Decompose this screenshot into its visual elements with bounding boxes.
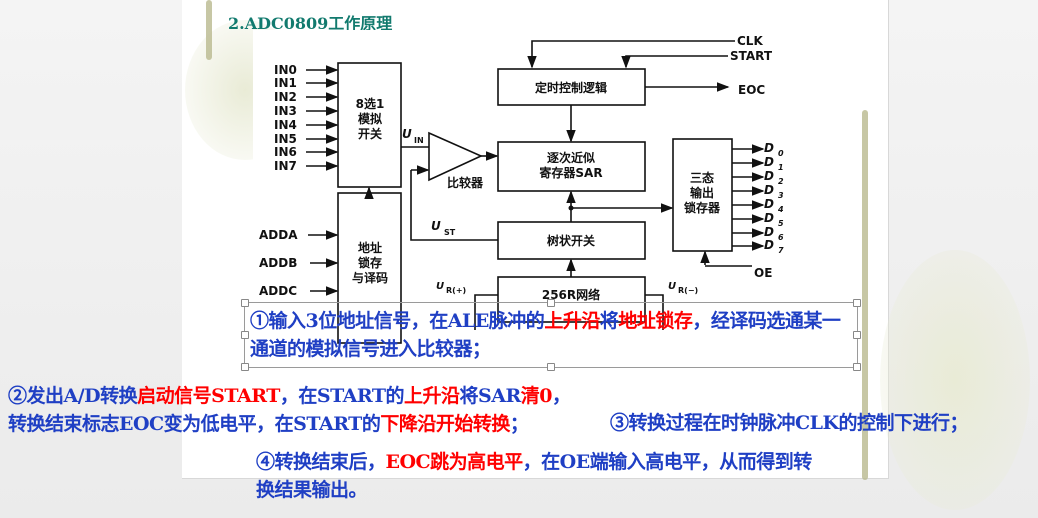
note-text: 将SAR [459,385,522,407]
input-label: IN5 [274,132,297,146]
output-subscript: 3 [778,191,784,200]
note-highlight: 清0 [520,385,553,407]
output-label: D [764,169,774,183]
output-latch-label: 锁存器 [684,200,721,215]
tree-switch-label: 树状开关 [547,233,595,248]
note-text: ； [509,413,529,435]
input-label: IN3 [274,104,297,118]
note-text: ，转换结束标志EOC变为低电平，在START的 [8,385,571,435]
sar-label: 寄存器SAR [539,165,602,180]
slide-title: 2.ADC0809工作原理 [228,14,393,33]
vine-decoration [862,110,868,480]
note-highlight: EOC跳为高电平 [385,451,524,473]
ust-subscript: ST [444,228,456,237]
background-decoration [880,250,1030,510]
comparator-symbol [428,131,483,182]
sar-label: 逐次近似 [547,150,595,165]
ur-plus-subscript: R(+) [446,286,466,295]
note-text: ④转换结束后， [256,451,386,473]
output-label: D [764,183,774,197]
output-label: D [764,155,774,169]
ur-minus-label: U [668,281,676,292]
address-label: ADDC [259,284,297,298]
input-label: IN4 [274,118,297,132]
note-text: ②发出A/D转换 [8,385,138,407]
note-text: 将 [599,310,619,332]
address-latch-label: 锁存 [358,255,382,270]
output-subscript: 7 [778,246,784,255]
timing-control-label: 定时控制逻辑 [535,80,607,95]
output-subscript: 5 [778,219,784,228]
output-label: D [764,238,774,252]
note-step-4[interactable]: ④转换结束后，EOC跳为高电平，在OE端输入高电平，从而得到转换结果输出。 [256,448,816,504]
uin-subscript: IN [414,136,424,145]
resistor-network-label: 256R网络 [542,287,600,302]
vine-decoration [206,0,212,60]
note-text: 译码选通某一通道的模拟信号进入比较器； [250,310,841,360]
output-subscript: 2 [778,177,784,186]
diagram-background [253,30,800,342]
clk-label: CLK [737,34,763,48]
input-label: IN0 [274,63,297,77]
mux-label: 8选1 [356,96,385,111]
note-text: ①输入3位地址信号，在ALE脉冲的 [250,310,545,332]
address-label: ADDA [259,228,298,242]
note-highlight: 下降沿开始转换 [380,413,510,435]
output-subscript: 0 [778,149,784,158]
note-highlight: 上升沿 [544,310,600,332]
mux-label: 模拟 [358,111,382,126]
note-step-2[interactable]: ②发出A/D转换启动信号START，在START的上升沿将SAR清0，转换结束标… [8,382,588,438]
output-subscript: 1 [778,163,784,172]
ur-plus-label: U [436,281,444,292]
output-latch-label: 输出 [690,185,714,200]
oe-label: OE [754,266,772,280]
note-highlight: 地址锁存 [618,310,693,332]
eoc-label: EOC [738,83,765,97]
address-latch-label: 地址 [358,240,382,255]
input-label: IN6 [274,145,297,159]
input-label: IN7 [274,159,297,173]
output-latch-label: 三态 [690,170,714,185]
input-label: IN2 [274,90,297,104]
input-label: IN1 [274,76,297,90]
note-text: ，经 [692,310,730,332]
comparator-label: 比较器 [447,175,484,190]
note-highlight: 上升沿 [404,385,460,407]
address-label: ADDB [259,256,297,270]
start-label: START [730,49,773,63]
note-step-1[interactable]: ①输入3位地址信号，在ALE脉冲的上升沿将地址锁存，经译码选通某一通道的模拟信号… [250,307,850,363]
output-subscript: 4 [777,205,784,214]
selected-textbox-frame[interactable] [241,299,861,371]
output-subscript: 6 [778,233,784,242]
uin-label: U [402,127,412,141]
note-text: ，在OE端输入高电平，从而得到转换结果输出。 [256,451,812,501]
ur-minus-subscript: R(−) [678,286,698,295]
output-label: D [764,197,774,211]
note-text: ，在START的 [279,385,405,407]
mux-label: 开关 [358,126,382,141]
output-label: D [764,211,774,225]
ust-label: U [431,219,441,233]
output-label: D [764,225,774,239]
note-step-3[interactable]: ③转换过程在时钟脉冲CLK的控制下进行； [610,412,969,434]
address-latch-label: 与译码 [352,271,388,285]
output-label: D [764,141,774,155]
note-highlight: 启动信号START [137,385,280,407]
